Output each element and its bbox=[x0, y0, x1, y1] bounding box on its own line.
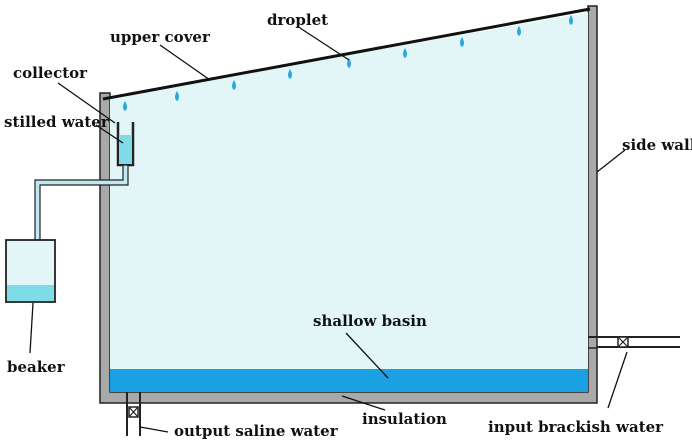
upper-cover bbox=[102, 7, 591, 101]
input-pipe bbox=[588, 336, 680, 348]
droplet-icon bbox=[403, 48, 407, 58]
label-upper-cover: upper cover bbox=[110, 28, 211, 46]
droplet-icon bbox=[517, 26, 521, 36]
basin-water bbox=[110, 369, 588, 392]
label-input-brackish-water: input brackish water bbox=[488, 418, 664, 436]
droplet-icon bbox=[460, 37, 464, 47]
label-collector: collector bbox=[13, 64, 88, 82]
label-output-saline-water: output saline water bbox=[174, 422, 339, 440]
collector-water bbox=[119, 135, 132, 164]
output-pipe bbox=[126, 392, 141, 436]
label-stilled-water: stilled water bbox=[4, 113, 110, 131]
droplet-icon bbox=[288, 69, 292, 79]
label-shallow-basin: shallow basin bbox=[313, 312, 427, 330]
label-beaker: beaker bbox=[7, 358, 66, 376]
leader-lines bbox=[29, 27, 628, 433]
side-wall bbox=[587, 5, 598, 349]
label-side-wall: side wall bbox=[622, 136, 692, 154]
label-insulation: insulation bbox=[362, 410, 447, 428]
droplet-icon bbox=[232, 80, 236, 90]
droplet-icon bbox=[569, 15, 573, 25]
droplet-icon bbox=[123, 101, 127, 111]
still-chamber bbox=[110, 12, 588, 392]
droplet-icon bbox=[347, 58, 351, 68]
droplet-icon bbox=[175, 91, 179, 101]
beaker-water bbox=[7, 285, 54, 301]
label-droplet: droplet bbox=[267, 11, 328, 29]
droplets bbox=[123, 15, 573, 111]
